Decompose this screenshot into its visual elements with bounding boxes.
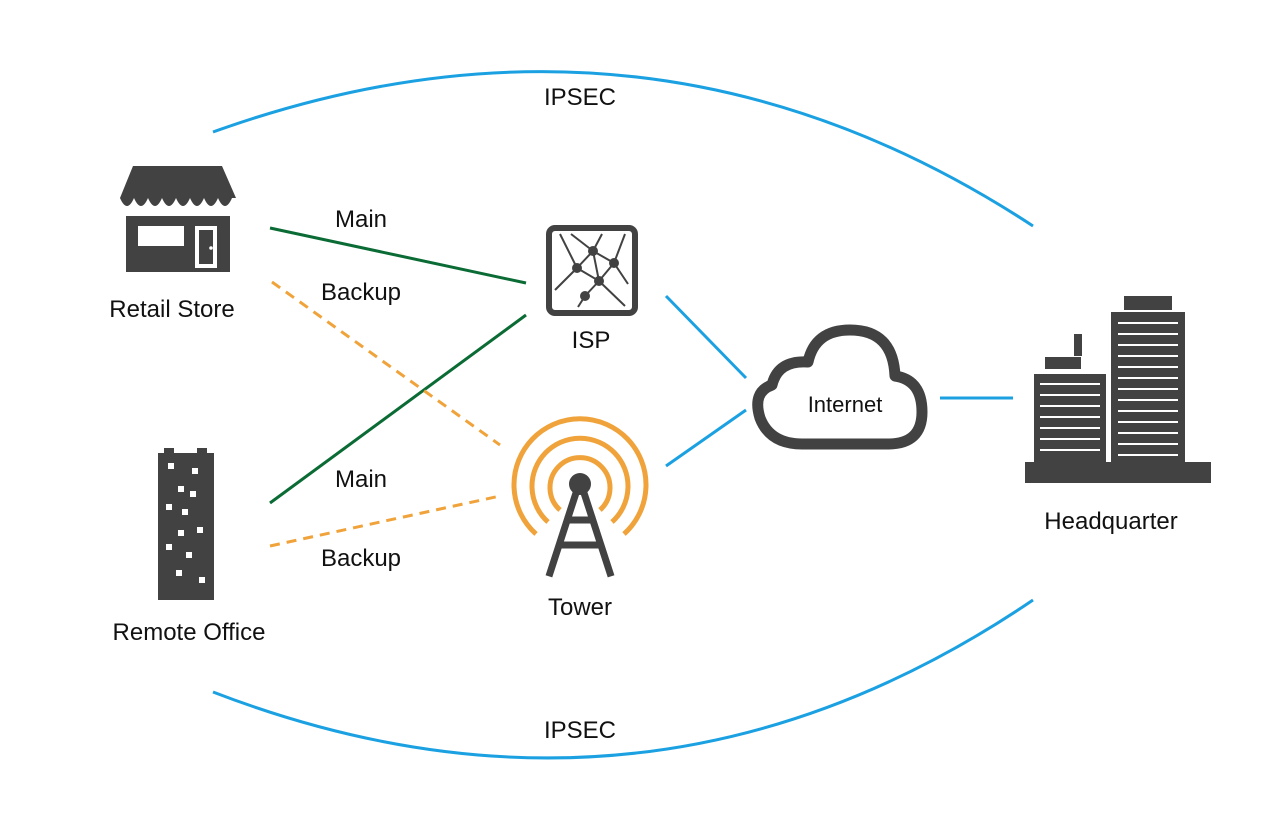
ipsec-top-label: IPSEC: [543, 84, 617, 111]
isp-icon: [546, 225, 638, 316]
internet-label: Internet: [807, 392, 883, 417]
tower-icon: [511, 416, 649, 578]
headquarter-label: Headquarter: [1044, 508, 1178, 535]
isp-label: ISP: [571, 327, 611, 354]
ipsec-top-arc: [212, 70, 1034, 228]
tower-label: Tower: [547, 594, 613, 621]
internet-cloud-icon: [752, 324, 928, 450]
headquarter-icon: [1025, 296, 1211, 483]
retail-backup-link: [271, 280, 501, 447]
isp-internet-link: [664, 294, 748, 380]
remote-backup-label: Backup: [320, 545, 402, 572]
remote-main-label: Main: [334, 466, 388, 493]
remote-office-icon: [158, 448, 214, 600]
ipsec-bottom-arc: [212, 598, 1034, 760]
retail-main-link: [269, 226, 527, 285]
remote-office-label: Remote Office: [112, 619, 266, 646]
remote-main-link: [269, 313, 527, 505]
retail-backup-label: Backup: [320, 279, 402, 306]
remote-backup-link: [269, 494, 501, 548]
retail-store-label: Retail Store: [109, 296, 235, 323]
tower-internet-link: [665, 408, 747, 468]
retail-store-icon: [120, 166, 236, 272]
retail-main-label: Main: [334, 206, 388, 233]
ipsec-bottom-label: IPSEC: [543, 717, 617, 744]
